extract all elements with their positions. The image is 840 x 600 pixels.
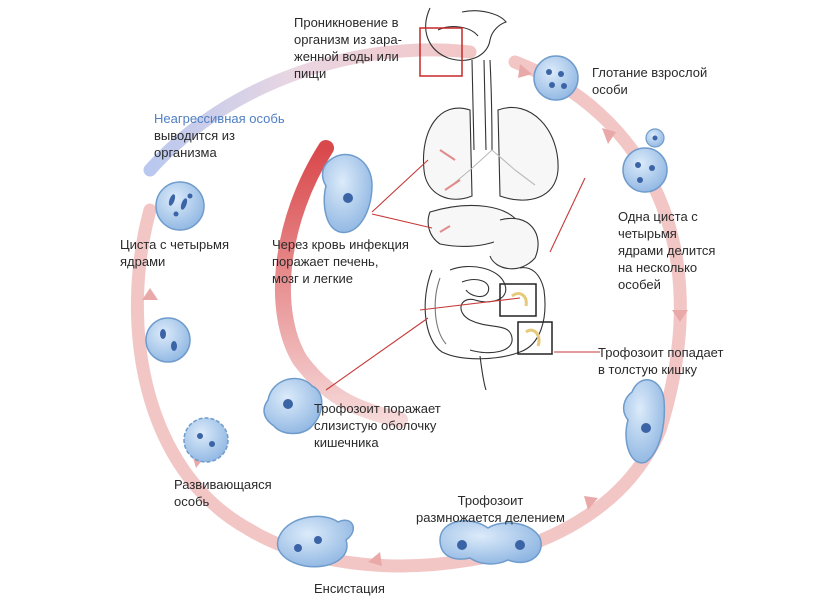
- ring-segment-top: [143, 43, 477, 177]
- ring-arrow-icon: [518, 64, 532, 78]
- ring-arrow-icon: [368, 552, 382, 566]
- large-intestine: [424, 267, 546, 360]
- entry-highlight-box: [419, 27, 463, 77]
- left-lung: [422, 107, 473, 200]
- trophozoite-mucosa: [263, 377, 323, 435]
- label-nonaggressive: Неагрессивная особь выводится из организ…: [154, 111, 285, 160]
- label-trophozoite-colon: Трофозоит попадает в толстую кишку: [598, 345, 724, 377]
- right-lung: [497, 107, 559, 201]
- label-developing: Развивающаяся особь: [174, 477, 272, 509]
- developing-cell: [183, 417, 229, 463]
- trophozoite-right: [622, 379, 666, 464]
- blood-infection-arrow: [274, 140, 408, 428]
- encystation-cell: [276, 515, 355, 568]
- small-intestine: [449, 266, 513, 354]
- ring-arrow-icon: [584, 496, 598, 510]
- label-mucosa: Трофозоит поражает слизистую оболочку ки…: [314, 401, 441, 450]
- ring-arrow-icon: [602, 128, 616, 144]
- ring-arrow-icon: [672, 310, 688, 322]
- label-cyst-divides: Одна циста с четырьмя ядрами делится на …: [618, 209, 716, 292]
- cyst-dividing: [622, 128, 668, 193]
- ring-arrow-icon: [142, 288, 158, 300]
- cyst-swallowed: [533, 55, 579, 101]
- ring-segment-right: [463, 55, 687, 567]
- digestive-system-illustration: [422, 7, 559, 391]
- two-nuclei-cyst: [145, 317, 191, 363]
- ring-segment-bottom: [243, 523, 477, 573]
- label-four-nuclei: Циста с четырьмя ядрами: [120, 237, 229, 269]
- nonaggressive-highlight-text: Неагрессивная особь: [154, 111, 285, 126]
- label-blood: Через кровь инфекция поражает печень, мо…: [272, 237, 409, 286]
- trophozoite-dividing: [439, 520, 542, 565]
- lifecycle-ring: [131, 43, 688, 573]
- four-nuclei-cyst: [155, 181, 205, 231]
- stomach: [489, 217, 539, 270]
- label-reproduces: Трофозоит размножается делением: [416, 493, 565, 525]
- trophozoite-blood: [321, 153, 373, 234]
- label-swallow: Глотание взрослой особи: [592, 65, 708, 97]
- colon-highlight-box: [517, 321, 553, 355]
- ring-segment-left: [131, 203, 257, 537]
- label-encystation: Енсистация: [314, 581, 385, 596]
- label-entry: Проникновение в организм из зара- женной…: [294, 15, 402, 81]
- leader-lines: [325, 159, 600, 391]
